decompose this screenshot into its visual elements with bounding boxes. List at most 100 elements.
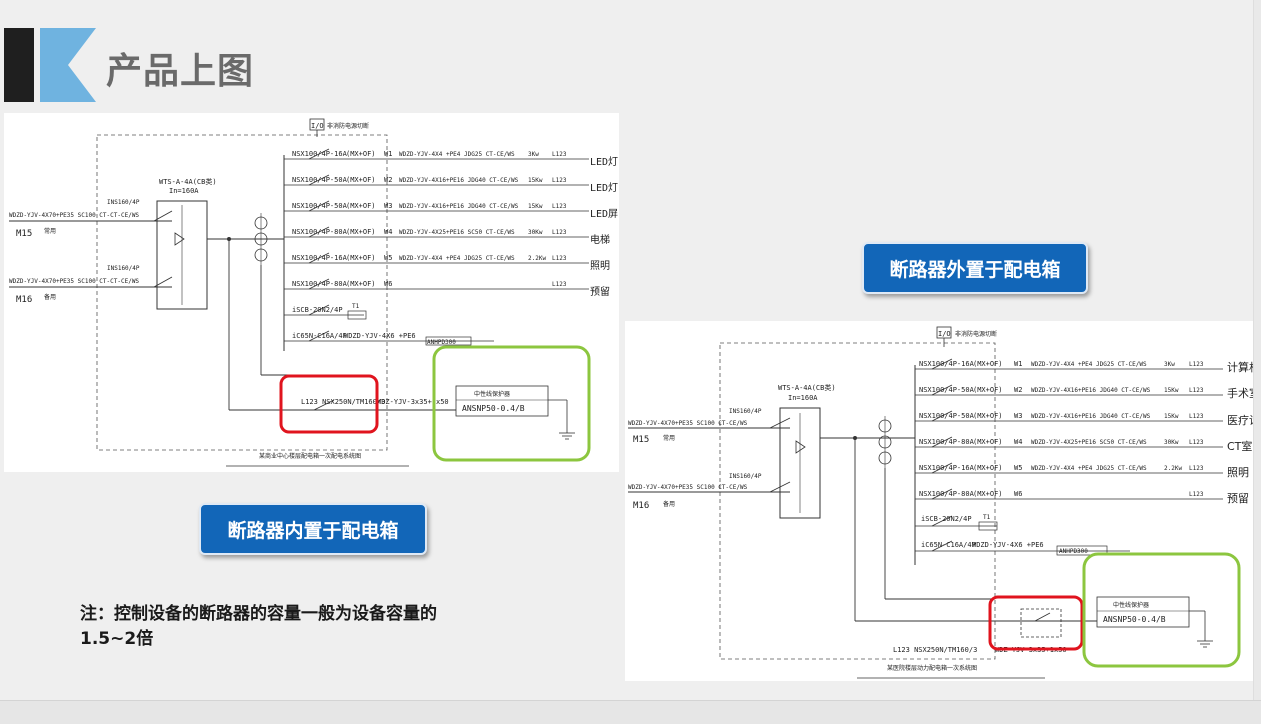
- right-circuit-phase: L123: [1189, 387, 1204, 394]
- left-input2-note: 备用: [44, 293, 56, 301]
- right-circuit-breaker: NSX100/4P-50A: [919, 386, 975, 394]
- right-spd-tag: T1: [983, 514, 991, 521]
- left-circuit-breaker: NSX100/4P-16A: [292, 150, 348, 158]
- callout-external: 断路器外置于配电箱: [862, 242, 1088, 294]
- right-circuit-power: 15Kw: [1164, 413, 1179, 420]
- left-circuit-load: 预留: [590, 285, 610, 298]
- left-circuit-id: W4: [384, 228, 392, 236]
- right-circuit-breaker: NSX100/4P-50A: [919, 412, 975, 420]
- right-breaker-highlight: [988, 595, 1084, 651]
- diagram-internal-svg: I/O 非消防电源切断 WTS-A-4A(CB类) In=160A INS160…: [9, 118, 618, 467]
- left-circuit-aux: (MX+OF): [346, 176, 376, 184]
- right-main-breaker: L123 NSX250N/TM160/3: [893, 646, 977, 654]
- callout-internal: 断路器内置于配电箱: [199, 503, 427, 555]
- left-spd: iSCB-20N2/4P: [292, 306, 343, 314]
- right-circuit-breaker: NSX100/4P-16A: [919, 360, 975, 368]
- left-circuit-cable: WDZD-YJV-4X4 +PE4 JDG25 CT-CE/WS: [399, 151, 515, 158]
- title-chevron-icon: [40, 28, 96, 102]
- right-circuit-row: NSX100/4P-50A (MX+OF) W2 WDZD-YJV-4X16+P…: [915, 384, 1253, 400]
- left-circuit-phase: L123: [552, 203, 567, 210]
- right-circuit-phase: L123: [1189, 465, 1204, 472]
- right-circuit-id: W2: [1014, 386, 1022, 394]
- note: 注：控制设备的断路器的容量一般为设备容量的 1.5~2倍: [80, 602, 540, 652]
- right-circuit-aux: (MX+OF): [973, 490, 1003, 498]
- bottom-bar: [0, 700, 1261, 724]
- right-circuit-cable: WDZD-YJV-4X16+PE16 JDG40 CT-CE/WS: [1031, 387, 1151, 394]
- right-header-label: 非消防电源切断: [955, 330, 997, 338]
- right-circuit-phase: L123: [1189, 491, 1204, 498]
- right-circuit-id: W6: [1014, 490, 1022, 498]
- left-circuit-load: LED灯: [590, 156, 618, 168]
- left-circuit-phase: L123: [552, 229, 567, 236]
- title-bar-dark: [4, 28, 34, 102]
- note-line-1: 注：控制设备的断路器的容量一般为设备容量的: [80, 604, 437, 624]
- left-header-label: 非消防电源切断: [327, 122, 369, 130]
- left-main-breaker: L123 NSX250N/TM160/3: [301, 398, 385, 406]
- right-switch-name: WTS-A-4A(CB类): [778, 383, 836, 392]
- right-circuit-row: NSX100/4P-16A (MX+OF) W5 WDZD-YJV-4X4 +P…: [915, 462, 1249, 479]
- left-circuit-row: NSX100/4P-50A (MX+OF) W2 WDZD-YJV-4X16+P…: [284, 174, 618, 194]
- right-input1-note: 常用: [663, 434, 675, 442]
- left-monitor-device: ANHPD300: [427, 339, 456, 346]
- right-caption: 某医院楼层动力配电箱一次系统图: [887, 664, 977, 672]
- right-input2-cable: WDZD-YJV-4X70+PE35 SC100 CT-CE/WS: [628, 484, 748, 491]
- left-circuit-cable: WDZD-YJV-4X4 +PE4 JDG25 CT-CE/WS: [399, 255, 515, 262]
- right-header-box: I/O: [938, 330, 951, 338]
- left-switch-name: WTS-A-4A(CB类): [159, 177, 217, 186]
- right-circuit-phase: L123: [1189, 361, 1204, 368]
- left-circuit-id: W5: [384, 254, 392, 262]
- left-circuit-aux: (MX+OF): [346, 202, 376, 210]
- left-circuit-id: W3: [384, 202, 392, 210]
- right-circuit-load: CT室: [1227, 439, 1252, 453]
- left-input1-breaker: INS160/4P: [107, 199, 140, 206]
- left-circuit-phase: L123: [552, 177, 567, 184]
- left-circuit-breaker: NSX100/4P-80A: [292, 228, 348, 236]
- left-circuit-id: W6: [384, 280, 392, 288]
- right-circuit-aux: (MX+OF): [973, 412, 1003, 420]
- right-circuit-load: 手术室: [1227, 386, 1253, 400]
- right-circuit-load: 预留: [1227, 492, 1249, 505]
- left-circuit-row: NSX100/4P-16A (MX+OF) W5 WDZD-YJV-4X4 +P…: [284, 252, 610, 272]
- right-circuit-cable: WDZD-YJV-4X25+PE16 SC50 CT-CE/WS: [1031, 439, 1147, 446]
- note-line-2: 1.5~2倍: [80, 629, 154, 649]
- left-circuit-row: NSX100/4P-16A (MX+OF) W1 WDZD-YJV-4X4 +P…: [284, 148, 618, 168]
- left-main-cable: WDZ-YJV-3x35+1x50: [377, 398, 449, 406]
- left-caption: 某商业中心楼层配电箱一次配电系统图: [259, 452, 361, 460]
- left-switch-rating: In=160A: [169, 187, 199, 195]
- right-circuit-aux: (MX+OF): [973, 360, 1003, 368]
- left-input2-cable: WDZD-YJV-4X70+PE35 SC100 CT-CT-CE/WS: [9, 278, 139, 285]
- diagram-external-svg: I/O 非消防电源切断 WTS-A-4A(CB类) In=160A INS160…: [628, 326, 1253, 679]
- left-circuit-id: W1: [384, 150, 392, 158]
- right-circuit-phase: L123: [1189, 413, 1204, 420]
- right-circuit-cable: WDZD-YJV-4X4 +PE4 JDG25 CT-CE/WS: [1031, 361, 1147, 368]
- left-circuit-cable: WDZD-YJV-4X16+PE16 JDG40 CT-CE/WS: [399, 203, 519, 210]
- right-circuit-aux: (MX+OF): [973, 438, 1003, 446]
- left-circuit-load: LED屏: [590, 208, 618, 220]
- diagram-external: I/O 非消防电源切断 WTS-A-4A(CB类) In=160A INS160…: [625, 321, 1253, 681]
- left-circuit-phase: L123: [552, 255, 567, 262]
- left-circuit-row: NSX100/4P-80A (MX+OF) W6 L123 预留: [284, 278, 610, 298]
- right-circuit-row: NSX100/4P-50A (MX+OF) W3 WDZD-YJV-4X16+P…: [915, 410, 1253, 427]
- right-circuit-cable: WDZD-YJV-4X16+PE16 JDG40 CT-CE/WS: [1031, 413, 1151, 420]
- right-circuit-load: 照明: [1227, 466, 1249, 479]
- left-circuit-power: 2.2Kw: [528, 255, 546, 262]
- right-input2-tag: M16: [633, 501, 649, 511]
- right-circuit-row: NSX100/4P-80A (MX+OF) W6 L123 预留: [915, 488, 1249, 505]
- right-circuit-aux: (MX+OF): [973, 464, 1003, 472]
- right-circuit-id: W1: [1014, 360, 1022, 368]
- left-circuit-aux: (MX+OF): [346, 228, 376, 236]
- right-circuit-id: W3: [1014, 412, 1022, 420]
- left-protector-highlight: [432, 345, 591, 462]
- right-monitor-device: ANHPD300: [1059, 548, 1088, 555]
- right-input2-note: 备用: [663, 500, 675, 508]
- right-circuit-phase: L123: [1189, 439, 1204, 446]
- right-monitor-cable: WDZD-YJV-4X6 +PE6: [972, 541, 1044, 549]
- right-input1-cable: WDZD-YJV-4X70+PE35 SC100 CT-CE/WS: [628, 420, 748, 427]
- right-circuit-cable: WDZD-YJV-4X4 +PE4 JDG25 CT-CE/WS: [1031, 465, 1147, 472]
- right-circuit-row: NSX100/4P-80A (MX+OF) W4 WDZD-YJV-4X25+P…: [915, 436, 1252, 453]
- left-spd-tag: T1: [352, 303, 360, 310]
- right-circuit-id: W5: [1014, 464, 1022, 472]
- left-circuit-phase: L123: [552, 281, 567, 288]
- left-circuit-power: 30Kw: [528, 229, 543, 236]
- diagram-internal: I/O 非消防电源切断 WTS-A-4A(CB类) In=160A INS160…: [4, 113, 619, 472]
